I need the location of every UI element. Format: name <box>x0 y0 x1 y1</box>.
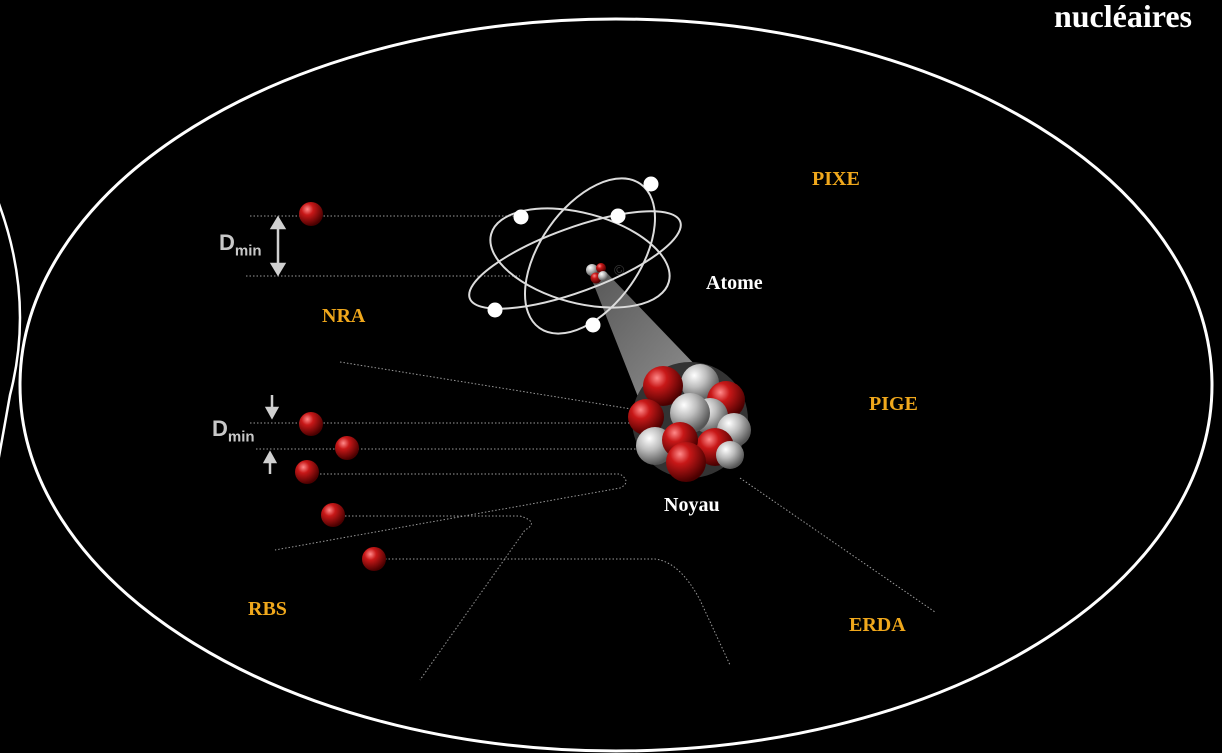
nucleus-large <box>628 362 751 482</box>
outer-ellipse <box>18 17 1214 753</box>
atom-small-nucleus <box>586 263 608 284</box>
technique-pige: PIGE <box>869 393 918 415</box>
technique-rbs: RBS <box>248 598 287 620</box>
slide-title: nucléaires <box>1053 0 1192 34</box>
dmin-label-top: Dmin <box>219 230 262 260</box>
guide-lines <box>246 215 936 681</box>
electron <box>643 176 659 192</box>
left-ellipse-edge <box>0 203 22 459</box>
particle <box>321 503 345 527</box>
dmin-arrows <box>262 215 287 474</box>
technique-nra: NRA <box>322 305 366 327</box>
atom-orbits <box>468 177 682 335</box>
technique-erda: ERDA <box>849 614 906 636</box>
electron <box>487 302 503 318</box>
particle <box>335 436 359 460</box>
dmin-label-bottom: Dmin <box>212 416 255 446</box>
electrons <box>487 176 659 333</box>
particle <box>299 202 323 226</box>
incident-particles <box>295 202 386 571</box>
nucleus-label: Noyau <box>664 494 720 516</box>
electron <box>610 208 626 224</box>
electron <box>585 317 601 333</box>
electron <box>513 209 529 225</box>
technique-pixe: PIXE <box>812 168 860 190</box>
atom-label: Atome <box>706 272 763 294</box>
particle <box>295 460 319 484</box>
particle <box>299 412 323 436</box>
particle <box>362 547 386 571</box>
